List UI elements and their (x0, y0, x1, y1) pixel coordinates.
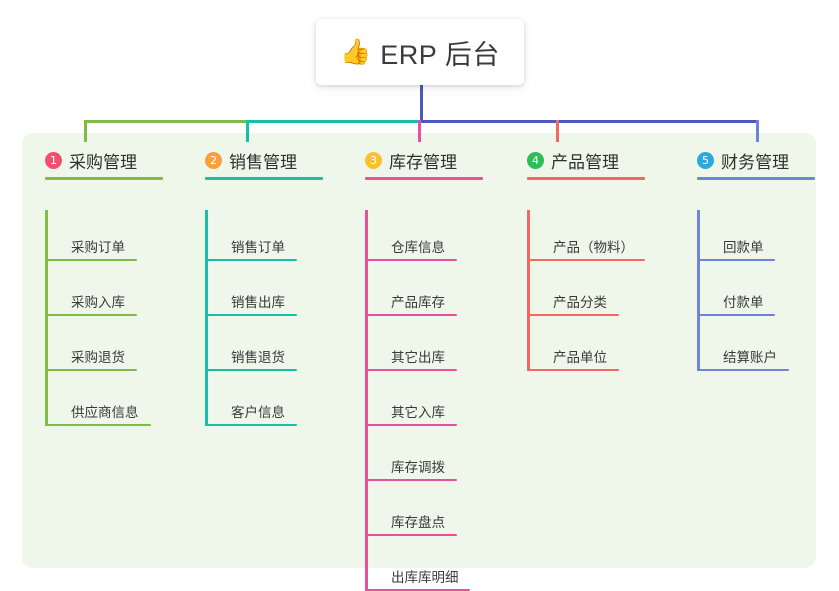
leaf-label: 出库库明细 (391, 570, 459, 585)
branch-spine-3 (365, 210, 368, 591)
branch-label-1: 采购管理 (69, 153, 137, 172)
thumbs-up-icon: 👍 (340, 37, 372, 66)
connector-drop-1 (84, 120, 87, 142)
branch-underline-1 (45, 177, 163, 180)
leaf-label: 产品库存 (391, 295, 445, 310)
connector-drop-3 (418, 120, 421, 142)
leaf-underline (45, 259, 137, 261)
connector-drop-4 (556, 120, 559, 142)
leaf-underline (45, 314, 137, 316)
leaf-underline (365, 314, 457, 316)
leaf-label: 仓库信息 (391, 240, 445, 255)
branch-spine-1 (45, 210, 48, 426)
leaf-underline (205, 424, 297, 426)
branch-column-1: 1 采购管理采购订单采购入库采购退货供应商信息 (45, 148, 163, 426)
leaf-label: 其它入库 (391, 405, 445, 420)
branch-underline-5 (697, 177, 815, 180)
connector-drop-5 (756, 120, 759, 142)
connector-drop-2 (246, 120, 249, 142)
leaf-label: 库存调拨 (391, 460, 445, 475)
branch-column-4: 4 产品管理产品（物料） 产品分类产品单位 (527, 148, 645, 371)
leaf-label: 销售出库 (231, 295, 285, 310)
content-panel (22, 133, 816, 568)
leaf-underline (527, 314, 619, 316)
branch-spine-5 (697, 210, 700, 371)
leaf-underline (45, 369, 137, 371)
branch-header-2[interactable]: 2 销售管理 (205, 148, 323, 180)
leaf-underline (365, 259, 457, 261)
leaf-label: 销售订单 (231, 240, 285, 255)
leaf-label: 产品单位 (553, 350, 607, 365)
connector-bar-1 (84, 120, 249, 123)
leaf-label: 库存盘点 (391, 515, 445, 530)
leaf-label: 结算账户 (723, 350, 777, 365)
branch-header-3[interactable]: 3 库存管理 (365, 148, 483, 180)
branch-label-5: 财务管理 (721, 153, 789, 172)
leaf-label: 产品（物料） (553, 240, 634, 255)
leaf-label: 其它出库 (391, 350, 445, 365)
leaf-underline (365, 424, 457, 426)
leaf-underline (205, 369, 297, 371)
leaf-label: 采购入库 (71, 295, 125, 310)
branch-label-4: 产品管理 (551, 153, 619, 172)
branch-underline-3 (365, 177, 483, 180)
root-stem (420, 85, 423, 123)
leaf-underline (365, 534, 457, 536)
branch-label-3: 库存管理 (389, 153, 457, 172)
leaf-underline (365, 369, 457, 371)
branch-underline-4 (527, 177, 645, 180)
leaf-underline (527, 259, 645, 261)
leaf-underline (205, 314, 297, 316)
leaf-underline (697, 369, 789, 371)
leaf-label: 供应商信息 (71, 405, 139, 420)
leaf-underline (697, 259, 775, 261)
branch-spine-2 (205, 210, 208, 426)
branch-badge-5: 5 (697, 152, 714, 169)
leaf-label: 付款单 (723, 295, 764, 310)
branch-header-1[interactable]: 1 采购管理 (45, 148, 163, 180)
branch-underline-2 (205, 177, 323, 180)
leaf-label: 回款单 (723, 240, 764, 255)
root-node-title: ERP 后台 (380, 39, 500, 70)
leaf-underline (205, 259, 297, 261)
branch-column-2: 2 销售管理销售订单销售出库销售退货客户信息 (205, 148, 323, 426)
leaf-label: 销售退货 (231, 350, 285, 365)
leaf-label: 产品分类 (553, 295, 607, 310)
branch-badge-3: 3 (365, 152, 382, 169)
leaf-label: 客户信息 (231, 405, 285, 420)
branch-badge-4: 4 (527, 152, 544, 169)
leaf-underline (365, 479, 457, 481)
connector-bar-2 (246, 120, 423, 123)
leaf-label: 采购订单 (71, 240, 125, 255)
branch-spine-4 (527, 210, 530, 371)
leaf-underline (527, 369, 619, 371)
branch-badge-1: 1 (45, 152, 62, 169)
branch-header-4[interactable]: 4 产品管理 (527, 148, 645, 180)
leaf-label: 采购退货 (71, 350, 125, 365)
root-node-card[interactable]: 👍 ERP 后台 (316, 19, 524, 85)
leaf-underline (45, 424, 151, 426)
branch-header-5[interactable]: 5 财务管理 (697, 148, 815, 180)
branch-column-3: 3 库存管理仓库信息产品库存其它出库其它入库库存调拨库存盘点出库库明细 (365, 148, 483, 591)
branch-column-5: 5 财务管理回款单付款单结算账户 (697, 148, 815, 371)
connector-bar-3 (420, 120, 759, 123)
branch-label-2: 销售管理 (229, 153, 297, 172)
branch-badge-2: 2 (205, 152, 222, 169)
leaf-underline (697, 314, 775, 316)
